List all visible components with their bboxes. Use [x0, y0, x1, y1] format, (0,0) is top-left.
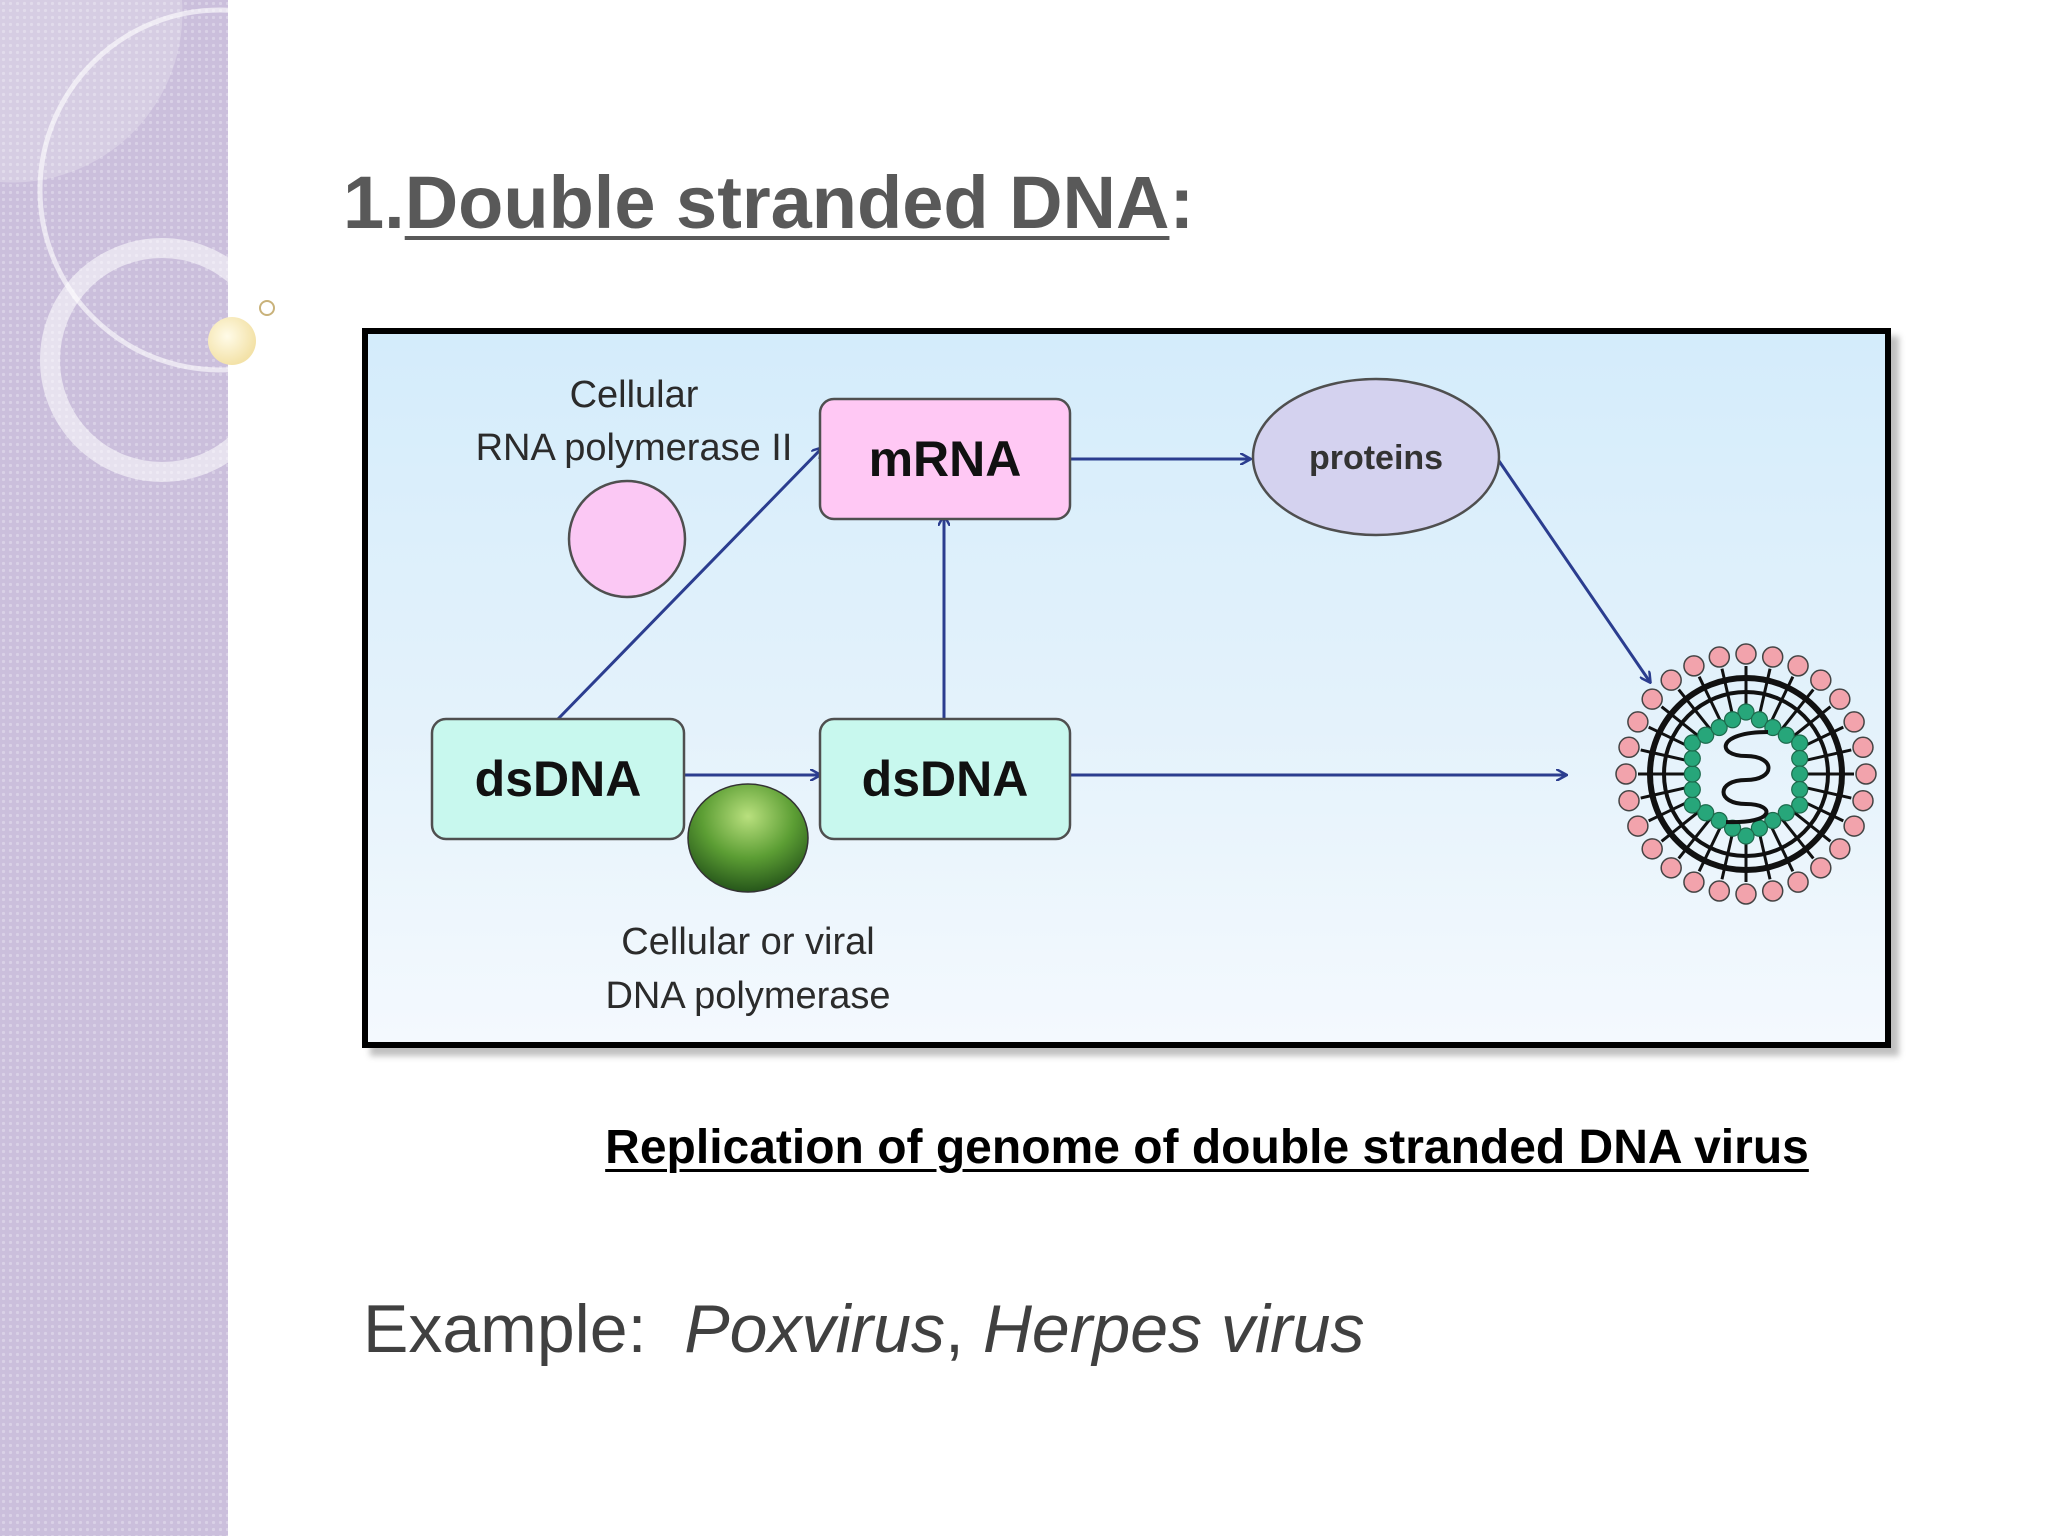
virus-spike-knob: [1829, 838, 1851, 860]
capsid-bead: [1791, 765, 1809, 783]
capsid-bead: [1791, 749, 1809, 768]
virus-spike-knob: [1810, 669, 1832, 691]
corner-arc-shape: [0, 0, 183, 183]
virus-spike-knob: [1615, 763, 1637, 785]
dna-polymerase-label-line2: DNA polymerase: [605, 975, 890, 1017]
virus-spike-knob: [1761, 880, 1784, 902]
arrow-proteins-to-virion: [1497, 460, 1650, 682]
proteins-ellipse: [1251, 377, 1501, 537]
virus-spike-knob: [1735, 883, 1757, 905]
virus-envelope-outer: [1647, 675, 1845, 873]
virus-spike-knob: [1627, 711, 1649, 733]
dna-polymerase-icon: [687, 783, 809, 893]
virus-spike-knob: [1641, 688, 1663, 710]
capsid-bead: [1791, 734, 1809, 752]
capsid-bead: [1737, 703, 1755, 721]
virus-spike-knob: [1852, 736, 1874, 759]
virus-spike-knob: [1855, 763, 1877, 785]
yellow-orb: [208, 317, 256, 365]
rna-polymerase-icon: [567, 479, 687, 599]
arrow-dsdna-to-mrna: [556, 448, 822, 721]
virus-spike-knob: [1683, 871, 1705, 893]
rna-polymerase-label-line1: Cellular: [570, 374, 699, 416]
capsid-bead: [1737, 827, 1755, 845]
virus-particle-icon: [1615, 643, 1877, 905]
dsdna-box-right: [818, 717, 1072, 841]
virus-spike-knob: [1787, 655, 1809, 677]
viral-genome-coil: [1721, 730, 1771, 825]
capsid-bead: [1683, 780, 1701, 799]
capsid-bead: [1683, 765, 1701, 783]
virus-spike-knob: [1852, 789, 1874, 812]
virus-spike-knob: [1829, 688, 1851, 710]
example-line: Example: Poxvirus, Herpes virus: [363, 1290, 1365, 1368]
capsid-bead: [1683, 796, 1701, 814]
capsid-bead: [1683, 749, 1701, 768]
capsid-bead: [1750, 711, 1769, 729]
sidebar-decoration: [0, 0, 300, 482]
proteins-label: proteins: [1309, 439, 1443, 477]
capsid-bead: [1710, 718, 1728, 737]
virus-spike-knob: [1761, 646, 1784, 668]
virus-spike-knob: [1787, 871, 1809, 893]
dna-polymerase-label-line1: Cellular or viral: [621, 921, 874, 963]
capsid-bead: [1683, 734, 1701, 752]
diagram-canvas: dsDNA dsDNA mRNA proteins Cellular RNA p…: [430, 374, 1877, 1017]
title-colon: :: [1169, 161, 1195, 244]
figure-caption: Replication of genome of double stranded…: [605, 1121, 1809, 1174]
example-virus-1: Poxvirus: [684, 1291, 946, 1367]
title-text: Double stranded DNA: [404, 161, 1170, 244]
dsdna-box-left: [430, 717, 686, 841]
mrna-box: [818, 397, 1072, 521]
virus-envelope-inner: [1662, 690, 1830, 858]
replication-diagram: dsDNA dsDNA mRNA proteins Cellular RNA p…: [362, 328, 1891, 1048]
virus-spike-knob: [1618, 789, 1640, 812]
title-number: 1.: [343, 161, 405, 244]
capsid-bead: [1791, 796, 1809, 814]
virus-spike-knob: [1641, 838, 1663, 860]
capsid-bead: [1697, 726, 1715, 744]
virus-spike-knob: [1810, 857, 1832, 879]
capsid-bead: [1723, 711, 1742, 729]
example-prefix: Example:: [363, 1291, 647, 1367]
medium-ring: [40, 238, 284, 482]
virus-spike-knob: [1708, 646, 1731, 668]
virus-spike-knob: [1660, 857, 1682, 879]
mrna-label: mRNA: [869, 431, 1022, 487]
virus-spike-knob: [1683, 655, 1705, 677]
capsid-bead: [1764, 811, 1782, 830]
rna-polymerase-label-line2: RNA polymerase II: [476, 427, 793, 469]
virus-spike-knob: [1627, 815, 1649, 837]
virus-spike-knob: [1708, 880, 1731, 902]
dsdna-label-left: dsDNA: [475, 751, 642, 807]
capsid-bead: [1777, 804, 1795, 822]
virus-spike-knob: [1843, 711, 1865, 733]
capsid-bead: [1764, 718, 1782, 737]
capsid-bead: [1791, 780, 1809, 799]
small-ring: [259, 300, 275, 316]
virus-spike-knob: [1843, 815, 1865, 837]
capsid-bead: [1777, 726, 1795, 744]
example-separator: ,: [945, 1291, 964, 1367]
slide-title: 1.Double stranded DNA:: [343, 160, 1194, 245]
virus-spike-knob: [1660, 669, 1682, 691]
capsid-bead: [1697, 804, 1715, 822]
dsdna-label-right: dsDNA: [862, 751, 1029, 807]
large-ring: [37, 7, 300, 373]
example-virus-2: Herpes virus: [982, 1291, 1365, 1367]
virus-spike-knob: [1618, 736, 1640, 759]
virus-spike-knob: [1735, 643, 1757, 665]
